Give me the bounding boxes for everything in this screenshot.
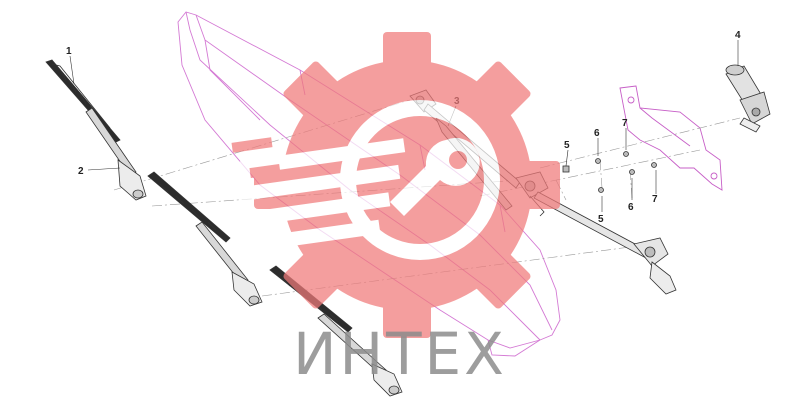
bolt-7-upper (623, 151, 629, 157)
callout-1: 1 (66, 46, 72, 57)
wiper-motor-4 (725, 64, 771, 133)
nut-5-upper (562, 165, 570, 173)
wiper-blade-middle (147, 171, 263, 307)
callout-numbers: 1 2 3 4 5 6 7 5 6 7 (66, 30, 741, 225)
callout-6-lower: 6 (628, 202, 634, 213)
wiper-arm-2 (85, 107, 147, 201)
washer-6-upper (595, 158, 601, 164)
brand-watermark-text: ИНТЕХ (293, 320, 507, 388)
motor-bracket (619, 85, 723, 191)
callout-4: 4 (735, 30, 741, 41)
wiper-blade-1 (45, 59, 121, 143)
callout-7-upper: 7 (622, 118, 628, 129)
fasteners (562, 151, 657, 193)
washer-6-lower (629, 169, 635, 175)
callout-5-lower: 5 (598, 214, 604, 225)
gear-logo-watermark (231, 32, 560, 338)
callout-7-lower: 7 (652, 194, 658, 205)
callout-2: 2 (78, 166, 84, 177)
bolt-7-lower (651, 162, 657, 168)
callout-6-upper: 6 (594, 128, 600, 139)
nut-5-lower (598, 187, 604, 193)
callout-5-upper: 5 (564, 140, 570, 151)
